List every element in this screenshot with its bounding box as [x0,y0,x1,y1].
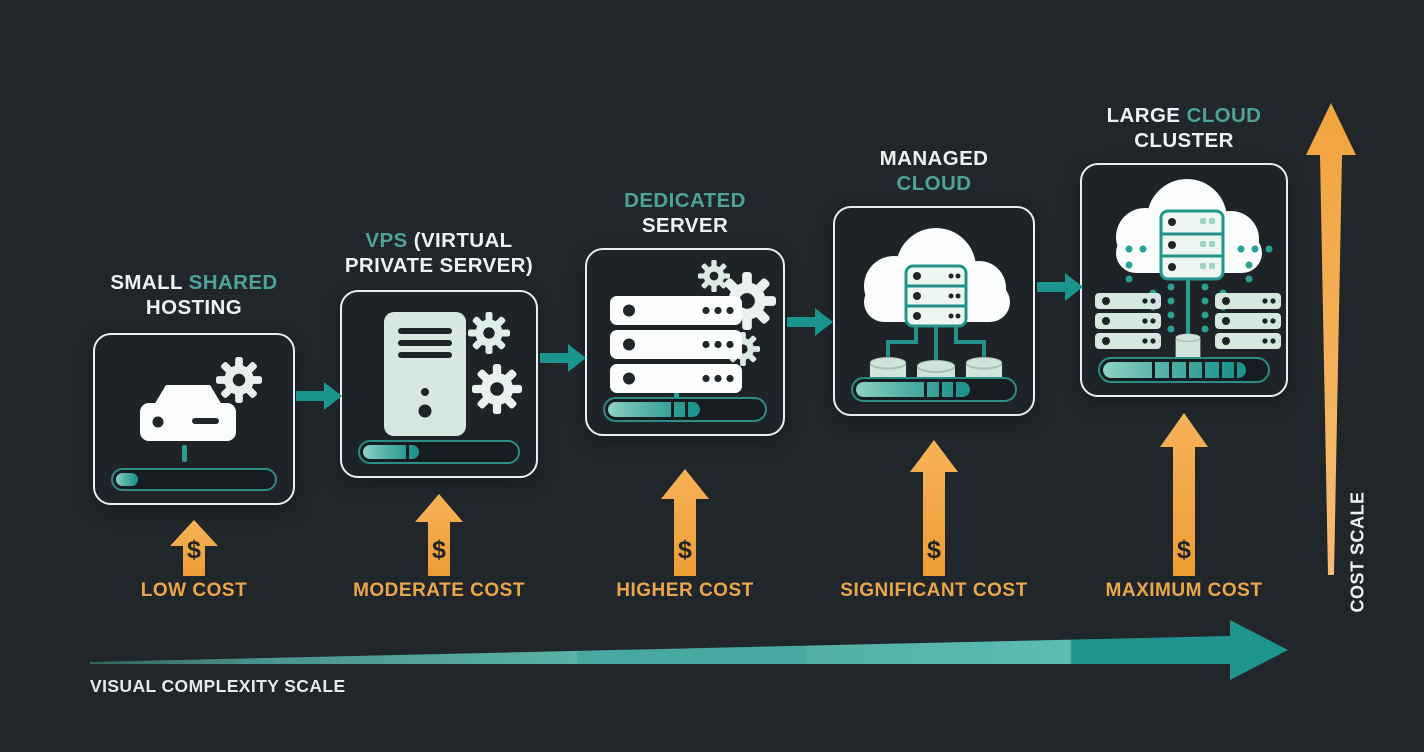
cost-label: MODERATE COST [353,580,525,601]
segment-divider [924,382,928,397]
tier-card-small-shared-hosting [93,333,295,505]
cost-scale-arrow-icon [1306,103,1356,575]
capacity-bar-fill [608,402,701,417]
cost-scale-label: COST SCALE [1347,491,1368,613]
flow-arrow-icon [787,308,833,336]
title-accent-text: VPS [365,229,408,252]
tier-card-dedicated-server [585,248,785,436]
title-accent-text: DEDICATED [624,189,746,212]
tier-card-managed-cloud [833,206,1035,416]
cost-arrow-icon: $ [661,469,709,576]
cost-arrow-icon: $ [1160,413,1208,576]
cost-label: HIGHER COST [616,580,754,601]
managed-cloud-icon [864,228,1010,400]
complexity-scale-label: VISUAL COMPLEXITY SCALE [90,676,346,696]
cost-label: MAXIMUM COST [1105,580,1263,601]
title-text: SERVER [641,214,729,237]
title-accent-text: SHARED [188,271,278,294]
capacity-bar [603,397,767,422]
cost-label: LOW COST [140,580,248,601]
dollar-sign: $ [432,536,446,564]
segment-divider [1202,362,1206,378]
tier-title-managed-cloud: MANAGED CLOUD [794,146,1074,196]
flow-arrow-icon [540,344,586,372]
capacity-bar-fill [116,473,138,486]
shared-hosting-server-icon [140,357,262,462]
capacity-bar-fill [1103,362,1246,378]
dollar-sign: $ [927,536,941,564]
title-text: LARGE [1106,104,1187,127]
segment-divider [953,382,957,397]
flow-arrow-icon [1037,273,1083,301]
segment-divider [685,402,688,417]
segment-divider [938,382,942,397]
cost-arrow-icon: $ [910,440,958,576]
tier-title-dedicated-server: DEDICATED SERVER [545,188,825,238]
dollar-sign: $ [678,536,692,564]
segment-divider [1168,362,1172,378]
segment-divider [670,402,674,417]
capacity-bar [851,377,1017,402]
capacity-bar-fill [363,445,420,459]
dollar-sign: $ [1177,536,1191,564]
complexity-scale-arrow-icon [90,620,1288,680]
segment-divider [405,445,409,459]
title-text: HOSTING [145,296,243,319]
dollar-sign: $ [187,536,201,564]
capacity-bar [111,468,277,491]
tier-title-vps: VPS (VIRTUAL PRIVATE SERVER) [299,228,579,278]
capacity-bar [358,440,520,464]
cloud-cluster-icon [1095,179,1281,363]
flow-arrow-icon [296,382,342,410]
tier-card-large-cloud-cluster [1080,163,1288,397]
title-text: SMALL [110,271,189,294]
capacity-bar [1098,357,1270,383]
tier-card-vps [340,290,538,478]
tier-title-small-shared-hosting: SMALL SHARED HOSTING [54,270,334,320]
title-text: MANAGED [879,147,989,170]
segment-divider [1152,362,1156,378]
segment-divider [1219,362,1223,378]
tier-title-large-cloud-cluster: LARGE CLOUD CLUSTER [1044,103,1324,153]
cost-arrow-icon: $ [170,520,218,576]
vps-tower-server-icon [384,312,522,436]
cost-arrow-icon: $ [415,494,463,576]
cost-label: SIGNIFICANT COST [840,580,1028,601]
segment-divider [1234,362,1238,378]
title-text: CLUSTER [1134,129,1234,152]
title-text: PRIVATE SERVER) [344,254,534,277]
segment-divider [1185,362,1189,378]
title-text: (VIRTUAL [407,229,513,252]
title-accent-text: CLOUD [896,172,972,195]
title-accent-text: CLOUD [1186,104,1262,127]
